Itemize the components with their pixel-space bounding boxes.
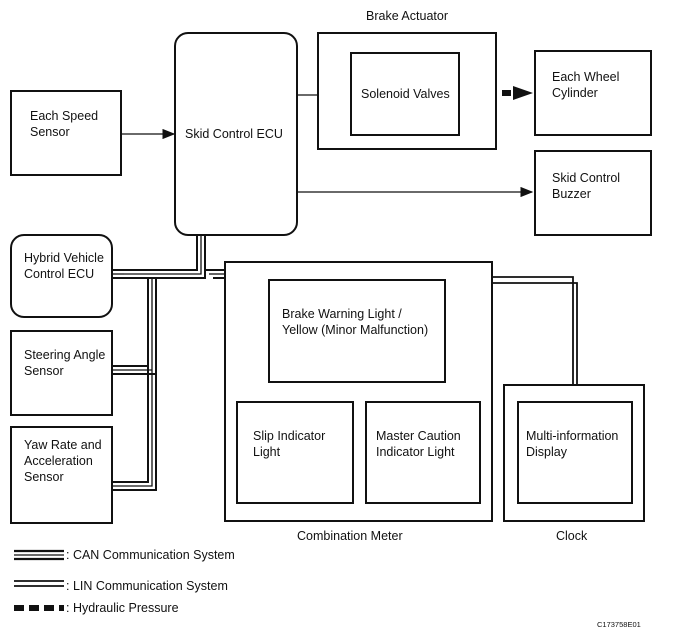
lin-bus <box>493 276 578 384</box>
master-caution-label: Master Caution Indicator Light <box>376 429 461 459</box>
solenoid-box <box>350 52 460 136</box>
skid-ecu-label: Skid Control ECU <box>185 127 283 141</box>
yaw-sensor-box <box>10 426 113 524</box>
buzzer-box <box>534 150 652 236</box>
slip-indicator-label: Slip Indicator Light <box>253 429 326 459</box>
legend-lin-swatch <box>14 580 64 587</box>
master-caution-box <box>365 401 481 504</box>
legend-lin-label: : LIN Communication System <box>66 579 228 593</box>
solenoid-label: Solenoid Valves <box>361 87 450 101</box>
speed-sensor-box <box>10 90 122 176</box>
yaw-sensor-label: Yaw Rate and Acceleration Sensor <box>24 438 102 484</box>
can-bus <box>113 236 224 491</box>
buzzer-label: Skid Control Buzzer <box>552 171 621 201</box>
combination-meter-title: Combination Meter <box>297 529 403 543</box>
speed-sensor-label: Each Speed Sensor <box>30 109 99 139</box>
skid-ecu-box <box>174 32 298 236</box>
hv-ecu-box <box>10 234 113 318</box>
hv-ecu-label: Hybrid Vehicle Control ECU <box>24 251 104 281</box>
legend-hydraulic-label: : Hydraulic Pressure <box>66 601 179 615</box>
brake-warning-label: Brake Warning Light / Yellow (Minor Malf… <box>282 307 429 337</box>
brake-actuator-title: Brake Actuator <box>366 9 448 23</box>
legend-can-swatch <box>14 549 64 561</box>
clock-title: Clock <box>556 529 588 543</box>
slip-indicator-box <box>236 401 354 504</box>
brake-warning-box <box>268 279 446 383</box>
multi-info-label: Multi-information Display <box>526 429 619 459</box>
wheel-cylinder-box <box>534 50 652 136</box>
steering-sensor-box <box>10 330 113 416</box>
legend-can-label: : CAN Communication System <box>66 548 235 562</box>
wheel-cylinder-label: Each Wheel Cylinder <box>552 70 620 100</box>
figure-code: C173758E01 <box>597 620 641 629</box>
steering-sensor-label: Steering Angle Sensor <box>24 348 106 378</box>
hydraulic-arrowhead <box>513 86 533 100</box>
multi-info-box <box>517 401 633 504</box>
